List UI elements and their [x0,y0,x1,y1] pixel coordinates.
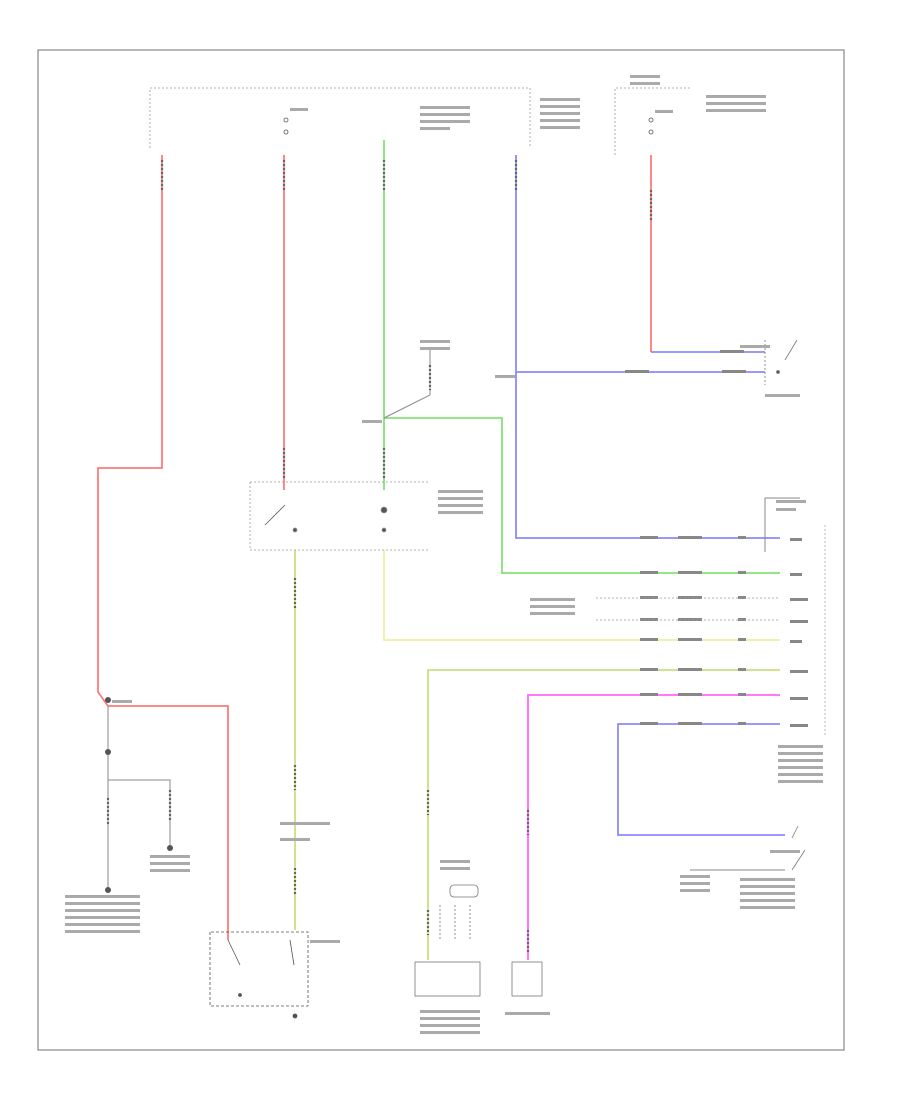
clutch-switch [791,825,806,871]
wire-blue-lower [617,723,785,836]
wire-pink [527,694,780,960]
diagram-border [37,49,845,1051]
starter-relay-module [249,481,430,551]
connector-markers [106,160,653,952]
label-blocks [65,75,823,1034]
wire-red-left [97,155,229,940]
starter-motor [209,931,309,1019]
wire-yellow [383,550,780,641]
battery-junction-box [149,87,690,155]
ignition-switch [764,339,798,385]
transmission-range-sensor [414,884,543,997]
wire-green-branch [384,417,780,574]
wire-yellow-green-lower [427,669,780,960]
ground-symbols [105,697,173,893]
connector-label-rows [625,350,808,727]
extra-dashed-row-lines [596,597,780,621]
fuse-symbols [283,117,654,135]
wires [97,140,785,960]
